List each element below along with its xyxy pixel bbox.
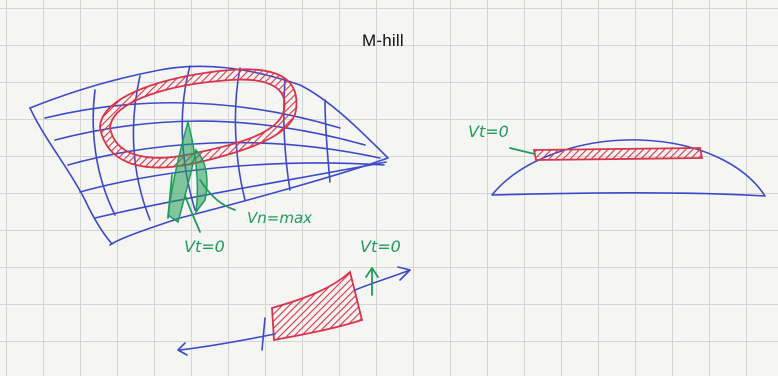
label-vt-zero-bottom: Vt=0	[360, 237, 401, 256]
hill-profile	[492, 140, 765, 196]
green-section	[168, 122, 235, 232]
velocity-block	[178, 267, 410, 355]
label-vt-zero-right: Vt=0	[468, 122, 509, 141]
label-vt-zero-left: Vt=0	[184, 237, 225, 256]
label-vn-max: Vn=max	[247, 209, 312, 227]
